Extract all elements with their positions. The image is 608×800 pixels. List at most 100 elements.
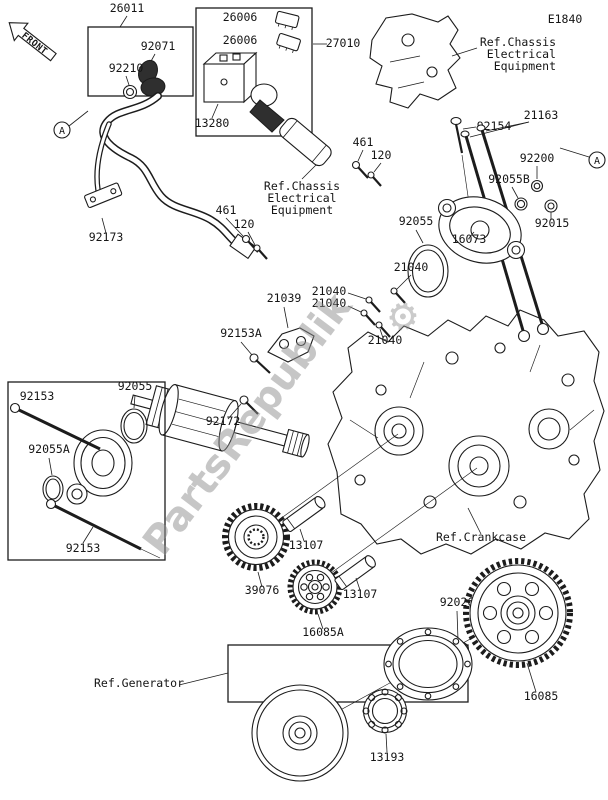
leader-line	[68, 110, 89, 127]
part-label-13193: 13193	[370, 750, 405, 764]
clamp-92173	[84, 182, 123, 208]
idle-gear-16085a	[292, 564, 338, 610]
leader-line	[240, 341, 253, 356]
part-label-461-a: 461	[353, 135, 374, 149]
ref-chassis-mid-line1: Ref.Chassis	[264, 179, 340, 193]
bolt-head-21163-b	[476, 124, 486, 132]
ref-chassis-top-line1: Ref.Chassis	[480, 35, 556, 49]
leader-line	[133, 394, 136, 409]
oring-92055b	[514, 197, 528, 211]
leader-line	[82, 526, 94, 544]
rubber-boot	[249, 99, 285, 133]
ref-chassis-top-line3: Equipment	[494, 59, 556, 73]
part-label-21040-c: 21040	[312, 296, 347, 310]
ref-generator-label: Ref.Generator	[94, 676, 184, 690]
connector-27010	[279, 117, 332, 167]
arrow-icon	[8, 22, 57, 62]
leader-line	[101, 217, 107, 234]
part-label-92055-r: 92055	[399, 214, 434, 228]
leader-line	[451, 47, 478, 57]
part-label-26006-a: 26006	[223, 10, 258, 24]
part-label-120-a: 120	[371, 148, 392, 162]
screw-set-461-120-b: 461 120	[216, 203, 268, 260]
part-label-92173: 92173	[89, 230, 124, 244]
screw-set-461-120-a: 461 120	[351, 135, 392, 187]
part-label-16073: 16073	[452, 232, 487, 246]
ear-boss	[437, 198, 457, 218]
crankcase: Ref.Crankcase	[327, 309, 605, 555]
leader-line	[125, 75, 130, 86]
page-code: E1840	[548, 12, 583, 26]
leader-line	[385, 733, 388, 753]
leader-line	[373, 162, 382, 173]
leader-line	[379, 328, 384, 339]
part-label-461-b: 461	[216, 203, 237, 217]
end-frame-group: 16073 92200 92055B 92015	[437, 151, 570, 264]
leader-line	[511, 186, 519, 199]
part-label-92015: 92015	[535, 216, 570, 230]
leader-line	[468, 231, 475, 239]
screw-head	[390, 287, 398, 295]
idle-shaft-13107-a	[282, 496, 326, 533]
part-label-16085A: 16085A	[302, 625, 344, 639]
grommet-box-26011: 26011 92071 92210	[87, 1, 194, 100]
leader-line	[225, 217, 244, 237]
leader-line	[469, 121, 530, 138]
leader-line	[526, 662, 537, 693]
screw-head	[360, 309, 368, 317]
leader-line	[299, 528, 305, 542]
detail-marker-a-left: A	[53, 110, 89, 139]
leader-line	[462, 126, 477, 130]
generator-rotor	[251, 684, 349, 782]
part-label-92153A: 92153A	[220, 326, 262, 340]
screw-head	[241, 234, 251, 244]
ref-chassis-top-line2: Electrical	[487, 47, 556, 61]
leader-line	[211, 103, 219, 119]
wire-harness-26011: 92173	[84, 92, 257, 260]
leader-line	[247, 231, 256, 246]
part-label-92172: 92172	[206, 414, 241, 428]
oring-92055-left	[120, 408, 148, 444]
leader-line	[178, 672, 229, 686]
oring-92055-right: 92055	[399, 214, 449, 298]
screw-head	[365, 296, 373, 304]
screw-head	[351, 160, 361, 170]
part-label-13107-b: 13107	[343, 587, 378, 601]
leader-line	[396, 274, 412, 290]
part-label-21040-d: 21040	[368, 333, 403, 347]
part-label-92153-bottom: 92153	[66, 541, 101, 555]
part-label-92154: 92154	[477, 119, 512, 133]
part-label-92055B: 92055B	[488, 172, 530, 186]
part-label-21039: 21039	[267, 291, 302, 305]
washer-92200	[530, 179, 544, 193]
washer-92015	[544, 199, 558, 213]
relay-box: 26006 26006 27010 13280	[195, 7, 361, 167]
ref-chassis-mid-line3: Equipment	[271, 203, 333, 217]
through-bolt-box: 92153 92055A 92153	[7, 381, 166, 561]
ref-chassis-mid-line2: Electrical	[267, 191, 336, 205]
part-label-92055-l: 92055	[118, 379, 153, 393]
leader-line	[283, 306, 289, 329]
idle-shaft-13107-b	[334, 555, 376, 591]
bolt-head	[45, 498, 57, 510]
front-direction-arrow: FRONT	[8, 22, 57, 62]
screw-92172: 92172	[206, 395, 259, 428]
screw-head	[249, 353, 259, 363]
starter-gear-16085	[469, 564, 567, 662]
part-label-39076: 39076	[245, 583, 280, 597]
leader-line	[48, 457, 53, 476]
bearing-13193	[362, 688, 408, 734]
part-label-92071: 92071	[141, 39, 176, 53]
ref-crankcase-label: Ref.Crankcase	[436, 530, 526, 544]
part-label-27010: 27010	[326, 36, 361, 50]
torque-limiter-39076	[227, 508, 285, 566]
part-label-92200: 92200	[520, 151, 555, 165]
part-label-120-b: 120	[234, 217, 255, 231]
part-label-92055A: 92055A	[28, 442, 70, 456]
leader-line	[347, 305, 362, 313]
part-label-13280: 13280	[195, 116, 230, 130]
leader-line	[227, 403, 242, 420]
bolt-head-21163-a	[460, 130, 470, 138]
